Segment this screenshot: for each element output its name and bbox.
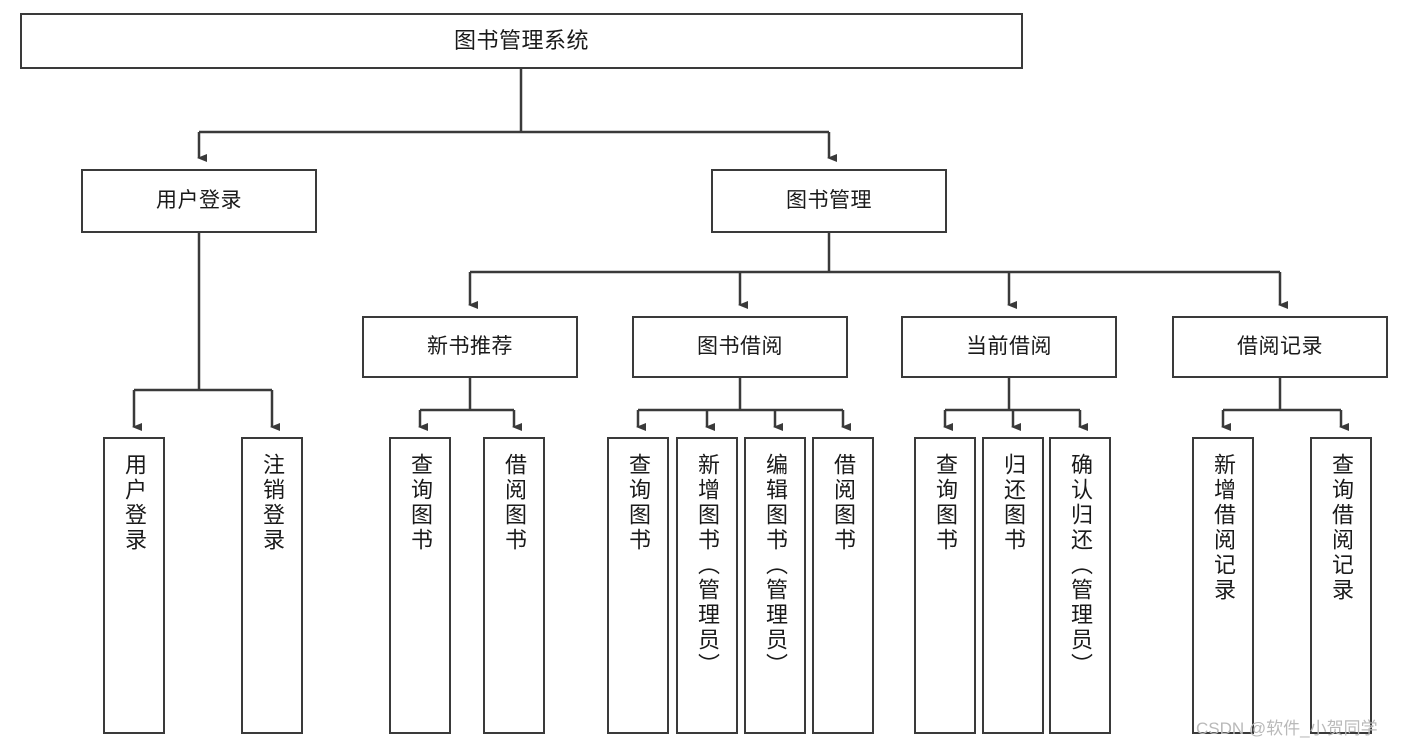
node-label: 当前借阅 <box>966 334 1052 358</box>
node-leaf-confirm-return[interactable]: 确认归还（管理员） <box>1049 437 1111 734</box>
node-label: 借阅图书 <box>502 453 527 553</box>
node-label: 确认归还（管理员） <box>1068 453 1093 678</box>
node-borrow-record[interactable]: 借阅记录 <box>1172 316 1388 378</box>
node-leaf-borrow-book[interactable]: 借阅图书 <box>812 437 874 734</box>
node-label: 借阅记录 <box>1237 334 1323 358</box>
node-label: 图书管理 <box>786 188 872 212</box>
node-user-login[interactable]: 用户登录 <box>81 169 317 233</box>
node-leaf-edit-book[interactable]: 编辑图书（管理员） <box>744 437 806 734</box>
node-label: 查询图书 <box>933 453 958 553</box>
node-leaf-borrow-book-recommend[interactable]: 借阅图书 <box>483 437 545 734</box>
node-label: 新增借阅记录 <box>1211 453 1236 603</box>
node-label: 用户登录 <box>122 453 147 553</box>
node-leaf-query-borrow-record[interactable]: 查询借阅记录 <box>1310 437 1372 734</box>
node-label: 图书借阅 <box>697 334 783 358</box>
node-label: 新增图书（管理员） <box>695 453 720 678</box>
node-current-borrow[interactable]: 当前借阅 <box>901 316 1117 378</box>
node-label: 图书管理系统 <box>453 28 589 54</box>
node-book-manage[interactable]: 图书管理 <box>711 169 947 233</box>
node-leaf-logout[interactable]: 注销登录 <box>241 437 303 734</box>
node-leaf-query-book-current[interactable]: 查询图书 <box>914 437 976 734</box>
node-leaf-add-borrow-record[interactable]: 新增借阅记录 <box>1192 437 1254 734</box>
node-leaf-query-book-borrow[interactable]: 查询图书 <box>607 437 669 734</box>
node-leaf-query-book-recommend[interactable]: 查询图书 <box>389 437 451 734</box>
node-root-system-title[interactable]: 图书管理系统 <box>20 13 1023 69</box>
node-label: 查询图书 <box>626 453 651 553</box>
node-label: 编辑图书（管理员） <box>763 453 788 678</box>
node-label: 用户登录 <box>156 188 242 212</box>
node-label: 注销登录 <box>260 453 285 553</box>
node-label: 查询借阅记录 <box>1329 453 1354 603</box>
node-label: 借阅图书 <box>831 453 856 553</box>
node-leaf-return-book[interactable]: 归还图书 <box>982 437 1044 734</box>
node-label: 归还图书 <box>1001 453 1026 553</box>
node-new-book-recommend[interactable]: 新书推荐 <box>362 316 578 378</box>
node-label: 新书推荐 <box>427 334 513 358</box>
node-book-borrow[interactable]: 图书借阅 <box>632 316 848 378</box>
csdn-watermark: CSDN @软件_小贺同学 <box>1196 719 1378 738</box>
node-leaf-user-login[interactable]: 用户登录 <box>103 437 165 734</box>
node-leaf-add-book[interactable]: 新增图书（管理员） <box>676 437 738 734</box>
node-label: 查询图书 <box>408 453 433 553</box>
